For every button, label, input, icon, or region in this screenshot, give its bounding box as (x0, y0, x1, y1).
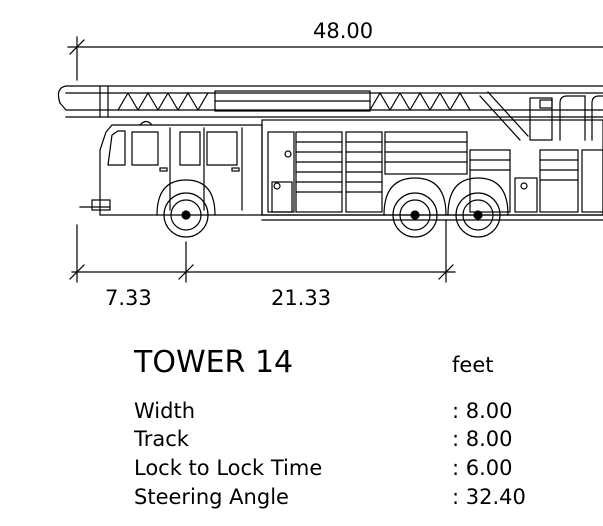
spec-label-width: Width (134, 399, 195, 423)
spec-label-lock-to-lock: Lock to Lock Time (134, 456, 322, 480)
specs-table: Width : 8.00 Track : 8.00 Lock to Lock T… (133, 399, 526, 509)
front-overhang-label: 7.33 (105, 286, 152, 310)
spec-label-track: Track (133, 427, 190, 451)
overall-length-label: 48.00 (313, 19, 373, 43)
front-wheel (156, 179, 216, 238)
spec-value-track: : 8.00 (452, 427, 513, 451)
rear-wheel-1 (383, 177, 447, 238)
spec-value-width: : 8.00 (452, 399, 513, 423)
wheelbase-label: 21.33 (271, 286, 331, 310)
vehicle-name: TOWER 14 (133, 345, 293, 380)
units-label: feet (452, 353, 493, 377)
overall-length-dimension: 48.00 (67, 19, 603, 81)
body-compartments (261, 119, 603, 221)
spec-value-lock-to-lock: : 6.00 (452, 456, 513, 480)
spec-value-steering-angle: : 32.40 (452, 485, 526, 509)
lower-dimension-line: 7.33 21.33 (69, 219, 456, 310)
cab (79, 120, 263, 216)
spec-label-steering-angle: Steering Angle (134, 485, 289, 509)
rear-wheel-2 (447, 177, 509, 238)
aerial-ladder (57, 85, 603, 141)
